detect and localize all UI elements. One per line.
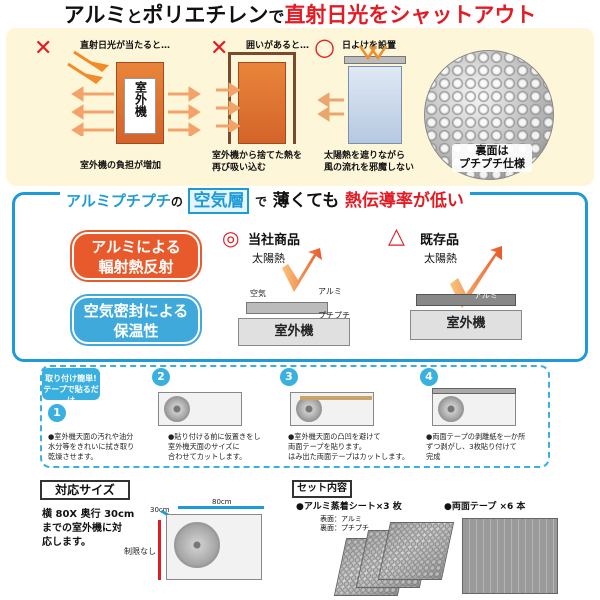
heat-arrows-icon [71,86,114,136]
our-product-label: 当社商品 [248,233,301,248]
step4-text: ●両面テープの剥離紙を一か所ずつ剥がし、3枚貼り付けて完成 [426,432,526,461]
radiant-heat-pill: アルミによる 輻射熱反射 [72,232,200,280]
double-circle-icon: ◎ [222,226,240,250]
step-number: 2 [152,368,170,386]
middle-title: アルミプチプチの 空気層 で 薄くても 熱伝導率が低い [60,186,470,216]
panel2-caption: 室外機から捨てた熱を 再び吸い込む [212,151,303,173]
height-dimension: 制限なし [124,547,156,556]
existing-aluminum-label: アルミ [474,291,498,300]
width-dimension: 80cm [212,498,232,506]
step-number: 4 [420,368,438,386]
our-sheet [246,302,328,314]
existing-sheet [416,294,516,306]
set-item-tape: ●両面テープ ×6 本 [444,502,526,512]
outdoor-unit-label: 室外機 [124,78,156,134]
step1-text: ●室外機天面の汚れや油分水分等をきれいに拭き取り乾燥させます。 [48,432,135,461]
panel1-label: 直射日光が当たると… [80,41,171,51]
our-outdoor-unit: 室外機 [238,318,350,346]
enclosure-wall-right [293,52,296,144]
sun-rays-icon [67,50,110,85]
easy-install-badge: 取り付け簡単! テープで貼るだけ [42,368,100,405]
panel3-caption: 太陽熱を遮りながら 風の流れを邪魔しない [324,151,415,173]
step-number: 3 [280,368,298,386]
set-item-sheets: ●アルミ蒸着シート×3 枚 [296,502,402,512]
existing-product-label: 既存品 [420,233,460,248]
recirculating-heat-icon [216,82,240,132]
outdoor-unit-cool [348,66,402,144]
insulation-pill: 空気密封による 保温性 [72,296,200,344]
enclosure-roof [228,52,296,55]
enclosure-wall-left [228,52,231,144]
height-line [158,520,161,580]
x-mark-icon: ✕ [210,36,229,61]
installed-sheet [432,388,516,394]
circle-mark-icon: ○ [314,33,335,61]
title-aluminum: アルミ [63,3,127,27]
tape-strip [300,396,372,400]
x-mark-icon: ✕ [34,36,53,61]
fan-icon [164,396,190,422]
step2-text: ●貼り付ける前に仮置きをし室外機天面のサイズに合わせてカットします。 [168,432,261,461]
sunshade-sheet [344,56,406,64]
our-reflection-arrow-icon [282,248,322,292]
panel2-label: 囲いがあると… [246,41,310,51]
foil-sheet-image [377,522,455,580]
width-line [178,506,264,509]
airflow-arrows-icon [318,92,344,122]
step3-text: ●室外機天面の凸凹を避けて両面テープを貼ります。はみ出た両面テープはカットします… [288,432,410,461]
fan-icon [438,396,464,422]
title-shut-out: 直射日光をシャットアウト [284,3,537,27]
depth-dimension: 30cm [150,506,170,514]
set-item-sheets-front: 表面：アルミ [320,515,362,523]
set-contents-title: セット内容 [292,480,352,498]
set-item-sheets-back: 裏面：プチプチ [320,524,369,532]
panel1-caption: 室外機の負担が増加 [80,161,162,171]
reflected-rays-icon [358,45,388,61]
existing-solar-heat-label: 太陽熱 [424,252,457,265]
size-title: 対応サイズ [40,480,130,500]
fan-icon [174,522,220,568]
our-aluminum-label: アルミ [318,287,342,296]
our-bubble-label: プチプチ [318,311,350,320]
our-air-label: 空気 [250,289,266,298]
title-and: と [126,7,143,26]
existing-outdoor-unit: 室外機 [410,310,522,340]
header-title: アルミとポリエチレンで直射日光をシャットアウト [0,0,600,30]
title-polyethylene: ポリエチレン [142,3,269,27]
outdoor-unit-box [238,62,286,144]
existing-heat-arrow-icon [450,246,502,308]
double-sided-tape-image [462,518,558,594]
heat-arrows-right-icon [168,86,201,136]
triangle-icon: △ [388,224,405,249]
panel3-label: 日よけを設置 [342,41,397,51]
title-de: で [268,7,285,26]
step-number: 1 [48,404,66,422]
our-solar-heat-label: 太陽熱 [252,252,285,265]
bubble-caption: 裏面は プチプチ仕様 [452,144,532,172]
